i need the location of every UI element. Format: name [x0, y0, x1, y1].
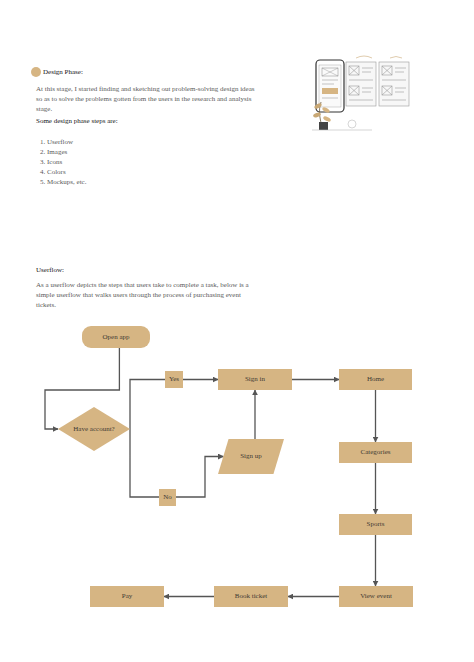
process-box: Sports [339, 514, 412, 535]
edge-label: No [159, 489, 176, 506]
accent-dot [31, 67, 41, 77]
process-box: View event [339, 586, 413, 607]
flow-arrow [288, 596, 339, 597]
process-box: Book ticket [214, 586, 288, 607]
process-box: Categories [339, 442, 412, 463]
list-item: 1. Userflow [40, 137, 73, 147]
body-paragraph: As a userflow depicts the steps that use… [36, 280, 258, 310]
node-text: Sports [367, 520, 385, 529]
process-box: Sign in [218, 369, 292, 390]
node-text: View event [360, 592, 392, 601]
process-box: Pay [90, 586, 164, 607]
node-text: Sign in [245, 375, 265, 384]
flow-arrow [375, 535, 376, 586]
flow-arrow [375, 390, 376, 442]
section-heading: Design Phase: [43, 67, 83, 77]
flow-arrow [375, 463, 376, 514]
body-paragraph: At this stage, I started finding and ske… [36, 84, 258, 114]
node-text: Open app [102, 333, 129, 342]
list-item: 3. Icons [40, 157, 62, 167]
node-text: Categories [361, 448, 391, 457]
decision-diamond: Have account? [58, 407, 130, 451]
flow-arrow [292, 379, 339, 380]
wireframe-illustration [346, 56, 409, 106]
node-text: Have account? [73, 425, 114, 434]
list-item: 5. Mockups, etc. [40, 177, 86, 187]
list-item: 2. Images [40, 147, 67, 157]
flow-arrow [130, 429, 223, 497]
node-text: Pay [122, 592, 133, 601]
terminal-box: Open app [82, 326, 150, 348]
process-box: Home [339, 369, 412, 390]
node-text: Sign up [240, 452, 262, 461]
plant-illustration [312, 102, 372, 130]
flow-arrow [164, 596, 214, 597]
list-item: 4. Colors [40, 167, 66, 177]
subheading: Some design phase steps are: [36, 116, 118, 126]
section-heading: Userflow: [36, 265, 64, 275]
flow-arrow [254, 390, 255, 439]
edge-label: Yes [165, 371, 183, 388]
node-text: Book ticket [235, 592, 267, 601]
node-text: Home [367, 375, 384, 384]
input-parallelogram: Sign up [218, 439, 284, 474]
